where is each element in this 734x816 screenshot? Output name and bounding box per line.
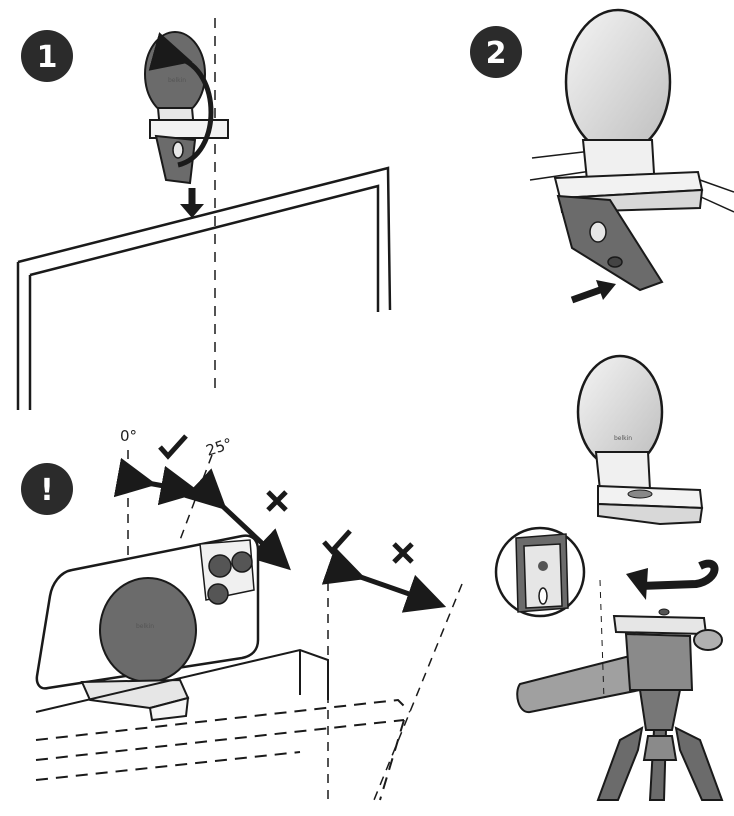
- tilt-arrow-ok-left: [113, 457, 201, 506]
- monitor-illustration: [16, 166, 392, 410]
- tripod-legs: [596, 726, 724, 801]
- svg-text:!: !: [40, 473, 54, 508]
- angle-label-0-left: 0°: [120, 427, 137, 445]
- tripod-head: [516, 608, 723, 731]
- phone-illustration: belkin: [35, 534, 260, 690]
- tilt-arrow-right: [321, 546, 447, 613]
- push-arrow: [570, 280, 616, 304]
- svg-text:2: 2: [486, 36, 507, 71]
- panel-step-2: 2: [470, 8, 734, 304]
- check-mark-left: [158, 434, 188, 460]
- angle-label-0-right: 0°: [328, 564, 345, 582]
- check-mark-right: [322, 529, 352, 555]
- clip-base: [80, 678, 190, 722]
- webcam-mount-tripod: belkin: [576, 354, 704, 526]
- svg-text:belkin: belkin: [614, 435, 632, 442]
- warning-badge: !: [21, 463, 73, 515]
- tripod-rotate-arrow: [626, 559, 719, 600]
- down-arrow: [180, 188, 204, 218]
- rotate-arrow: [148, 32, 214, 168]
- cross-mark-left: [266, 490, 288, 512]
- svg-text:belkin: belkin: [136, 623, 154, 630]
- tilt-arrow-bad-left: [184, 468, 291, 571]
- step-1-badge: 1: [21, 30, 73, 82]
- step-2-badge: 2: [470, 26, 522, 78]
- panel-tripod: belkin: [494, 354, 724, 801]
- webcam-mount-step2: [553, 8, 704, 292]
- panel-step-1: 1 belkin: [16, 18, 392, 410]
- panel-warning: ! 0° 25° 0°: [21, 427, 463, 801]
- svg-text:1: 1: [37, 40, 58, 75]
- angle-label-25: 25°: [204, 434, 235, 459]
- svg-text:belkin: belkin: [168, 77, 186, 84]
- cross-mark-right: [392, 542, 414, 564]
- detail-zoom-circle: [494, 526, 586, 618]
